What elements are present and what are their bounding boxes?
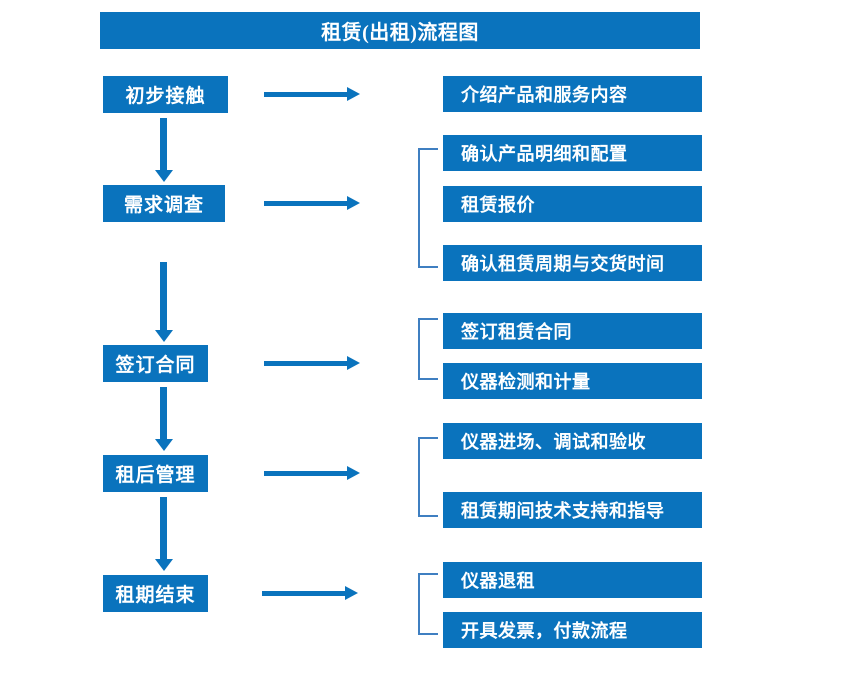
stage-box-3[interactable]: 签订合同 [103,345,208,382]
arrow-head [347,466,360,480]
detail-box-5[interactable]: 签订租赁合同 [443,313,702,349]
vertical-arrow-4-5 [155,497,173,571]
detail-box-6[interactable]: 仪器检测和计量 [443,363,702,399]
stage-box-1[interactable]: 初步接触 [103,76,228,113]
arrow-shaft [160,262,167,330]
horizontal-arrow-1 [264,87,360,101]
arrow-head [155,330,173,342]
arrow-head [155,439,173,451]
vertical-arrow-1-2 [155,118,173,182]
detail-box-2[interactable]: 确认产品明细和配置 [443,135,702,171]
stage-box-2[interactable]: 需求调查 [103,185,225,222]
arrow-head [345,586,358,600]
group-bracket-2 [418,318,438,380]
arrow-shaft [264,92,348,97]
arrow-shaft [262,591,346,596]
horizontal-arrow-2 [264,196,360,210]
detail-box-4[interactable]: 确认租赁周期与交货时间 [443,245,702,281]
arrow-head [347,356,360,370]
horizontal-arrow-4 [264,466,360,480]
vertical-arrow-3-4 [155,387,173,451]
arrow-shaft [264,471,348,476]
arrow-shaft [264,361,348,366]
group-bracket-4 [418,573,438,635]
arrow-head [155,170,173,182]
detail-box-1[interactable]: 介绍产品和服务内容 [443,76,702,112]
stage-box-5[interactable]: 租期结束 [103,575,208,612]
group-bracket-1 [418,148,438,268]
arrow-head [155,559,173,571]
diagram-title: 租赁(出租)流程图 [100,12,700,49]
arrow-shaft [264,201,348,206]
group-bracket-3 [418,437,438,517]
detail-box-9[interactable]: 仪器退租 [443,562,702,598]
arrow-head [347,87,360,101]
arrow-head [347,196,360,210]
detail-box-8[interactable]: 租赁期间技术支持和指导 [443,492,702,528]
horizontal-arrow-3 [264,356,360,370]
horizontal-arrow-5 [262,586,358,600]
arrow-shaft [160,118,167,170]
detail-box-7[interactable]: 仪器进场、调试和验收 [443,423,702,459]
stage-box-4[interactable]: 租后管理 [103,455,208,492]
detail-box-3[interactable]: 租赁报价 [443,186,702,222]
arrow-shaft [160,387,167,439]
arrow-shaft [160,497,167,559]
vertical-arrow-2-3 [155,262,173,342]
detail-box-10[interactable]: 开具发票，付款流程 [443,612,702,648]
